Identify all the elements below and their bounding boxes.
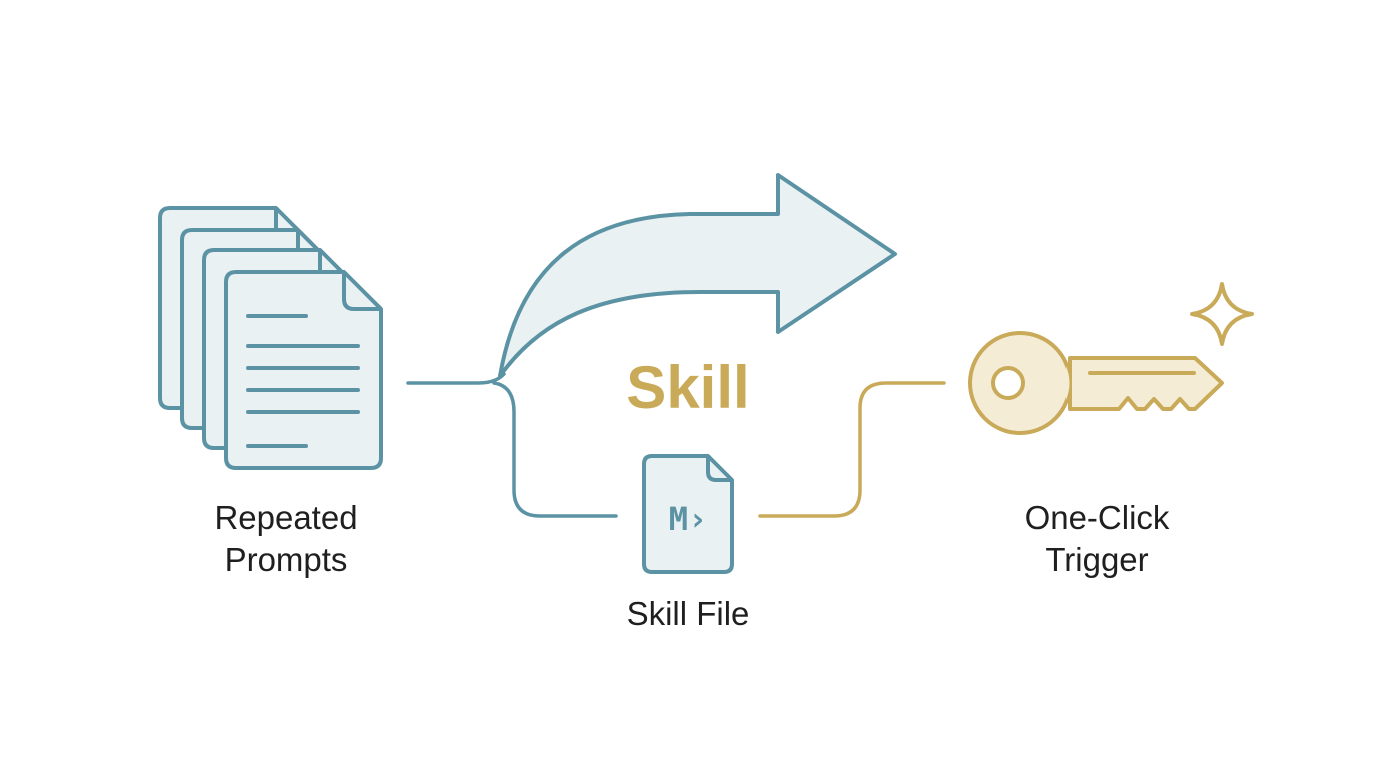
file-label: Skill File <box>627 595 750 632</box>
source-label-line2: Prompts <box>225 541 348 578</box>
diagram-title: Skill <box>626 354 749 421</box>
key-icon <box>968 331 1224 435</box>
connector-file-to-key <box>758 381 946 518</box>
key-hole <box>991 366 1025 400</box>
document-page-front <box>224 270 383 470</box>
target-label-line1: One-Click <box>1025 499 1170 536</box>
document-text-lines <box>246 314 360 448</box>
curved-arrow-icon <box>498 173 897 378</box>
source-label: Repeated Prompts <box>214 499 357 578</box>
source-label-line1: Repeated <box>214 499 357 536</box>
connector-source-to-file <box>492 381 618 518</box>
file-badge: M› <box>669 500 708 538</box>
markdown-file-icon: M› <box>642 454 734 574</box>
sparkle-icon <box>1190 282 1254 346</box>
target-label: One-Click Trigger <box>1025 499 1170 578</box>
target-label-line2: Trigger <box>1045 541 1148 578</box>
connector-source-to-arrow <box>406 372 506 385</box>
stacked-documents-icon <box>158 206 383 470</box>
